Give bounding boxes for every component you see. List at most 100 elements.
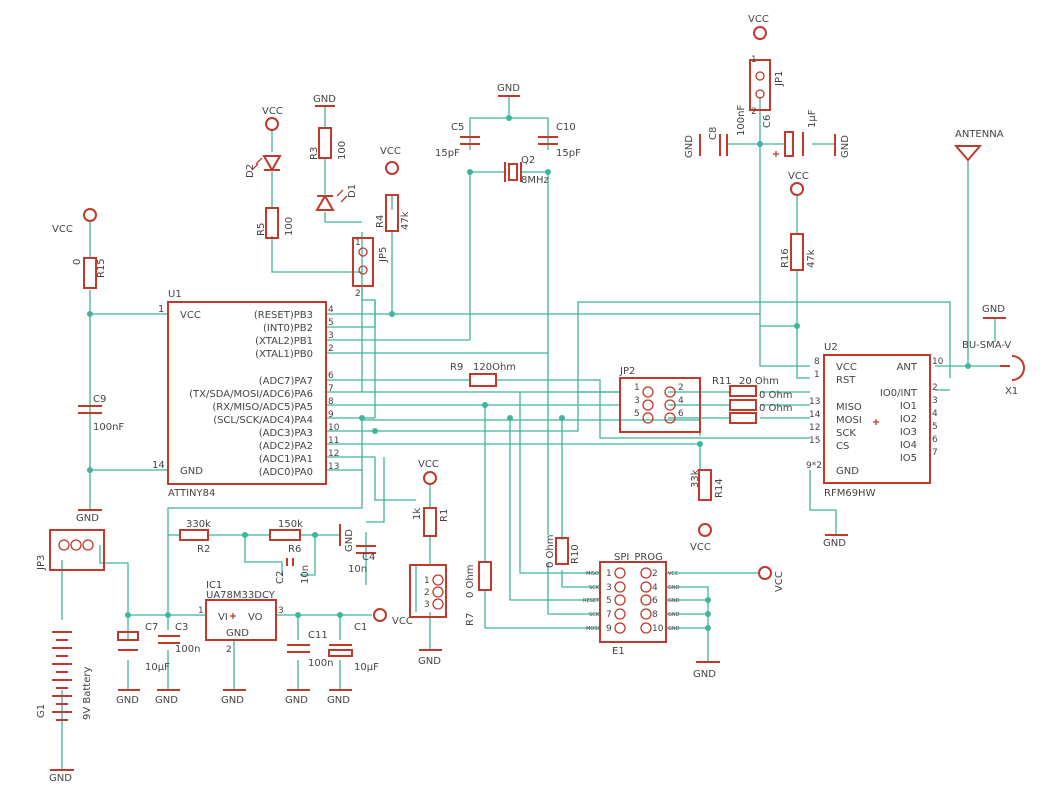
svg-text:GND: GND: [327, 695, 350, 706]
svg-text:GND: GND: [76, 513, 99, 524]
svg-text:JP5: JP5: [378, 247, 389, 263]
svg-text:VCC: VCC: [180, 310, 201, 321]
svg-text:150k: 150k: [278, 519, 303, 530]
svg-text:Q2: Q2: [521, 155, 535, 166]
svg-text:R3: R3: [309, 147, 320, 160]
svg-text:U1: U1: [168, 289, 182, 300]
svg-text:100nF: 100nF: [93, 422, 124, 433]
svg-text:20 Ohm: 20 Ohm: [739, 376, 779, 387]
svg-text:GND: GND: [668, 626, 680, 632]
svg-text:GND: GND: [684, 135, 695, 158]
svg-text:IO1: IO1: [900, 401, 917, 412]
vcc-supply-d2: VCC: [262, 106, 283, 131]
svg-text:(RX/MISO/ADC5)PA5: (RX/MISO/ADC5)PA5: [212, 402, 313, 413]
svg-text:2: 2: [751, 107, 757, 117]
svg-text:1: 1: [424, 576, 430, 586]
svg-text:47k: 47k: [400, 211, 411, 230]
regulator-ic1: IC1 UA78M33DCY VI VO GND 1 2 3: [198, 580, 284, 655]
vcc-supply-r16: VCC: [788, 171, 809, 196]
jumper-jp5: 1 2 JP5: [352, 237, 389, 299]
svg-text:IO2: IO2: [900, 414, 917, 425]
vcc-supply-r4: VCC: [380, 146, 401, 175]
svg-text:(TX/SDA/MOSI/ADC6)PA6: (TX/SDA/MOSI/ADC6)PA6: [189, 389, 313, 400]
svg-text:SCK: SCK: [836, 428, 856, 439]
svg-text:10µF: 10µF: [354, 662, 379, 673]
svg-text:VCC: VCC: [380, 146, 401, 157]
svg-text:IO0/INT: IO0/INT: [880, 388, 918, 399]
svg-text:1: 1: [606, 569, 612, 579]
svg-text:VCC: VCC: [418, 459, 439, 470]
capacitor-c5: C5 15pF: [435, 122, 480, 159]
jumper-jp2: JP2 1 3 5 2 4 6: [619, 366, 701, 433]
svg-text:(SCL/SCK/ADC4)PA4: (SCL/SCK/ADC4)PA4: [213, 415, 313, 426]
svg-text:0 Ohm: 0 Ohm: [465, 565, 476, 599]
svg-text:14: 14: [152, 460, 165, 471]
svg-text:R16: R16: [780, 248, 791, 268]
svg-text:3: 3: [634, 396, 640, 406]
svg-text:120Ohm: 120Ohm: [473, 362, 516, 373]
capacitor-c2: C2 10n: [275, 558, 311, 584]
svg-text:JP3: JP3: [36, 555, 47, 571]
svg-text:C4: C4: [362, 552, 375, 563]
svg-text:10n: 10n: [300, 565, 311, 584]
svg-text:GND: GND: [226, 628, 249, 639]
svg-text:2: 2: [424, 588, 430, 598]
svg-text:RST: RST: [836, 375, 856, 386]
resistor-r1: 1k R1: [412, 507, 450, 537]
svg-text:VCC: VCC: [262, 106, 283, 117]
svg-text:GND: GND: [116, 695, 139, 706]
resistor-r6: 150k R6: [269, 519, 303, 555]
resistor-r16: R16 47k: [780, 233, 817, 271]
resistor-r13: 0 Ohm: [729, 403, 793, 424]
capacitor-c10: C10 15pF: [538, 122, 581, 159]
gnd-symbols: [50, 95, 1006, 771]
svg-text:100: 100: [284, 217, 295, 236]
capacitor-c8: C8 100nF: [708, 105, 747, 156]
svg-text:10: 10: [932, 357, 944, 367]
svg-text:VI: VI: [218, 612, 228, 623]
svg-text:R14: R14: [714, 478, 725, 498]
vcc-supply-spi: VCC: [758, 566, 785, 592]
svg-text:C3: C3: [175, 622, 188, 633]
svg-text:GND: GND: [155, 695, 178, 706]
svg-text:3: 3: [424, 600, 430, 610]
svg-text:GND: GND: [668, 598, 680, 604]
resistor-r5: R5 100: [256, 207, 295, 239]
crystal-q2: Q2 8MHz: [504, 155, 549, 186]
svg-text:C8: C8: [708, 127, 719, 140]
svg-text:14: 14: [809, 410, 821, 420]
svg-text:2: 2: [328, 344, 334, 354]
antenna: ANTENNA: [953, 129, 1004, 162]
svg-text:SCK: SCK: [589, 585, 600, 591]
svg-text:R1: R1: [439, 509, 450, 522]
u1-attiny84: U1 ATTINY84 VCC GND 1 14 (RESET)PB3 (INT…: [152, 289, 340, 499]
svg-text:100nF: 100nF: [736, 105, 747, 136]
svg-text:7: 7: [328, 384, 334, 394]
svg-text:VCC: VCC: [774, 571, 785, 592]
svg-text:IO5: IO5: [900, 453, 917, 464]
svg-text:C9: C9: [93, 394, 106, 405]
svg-text:15: 15: [809, 436, 820, 446]
svg-text:MISO: MISO: [836, 402, 862, 413]
svg-text:C11: C11: [308, 630, 328, 641]
svg-text:C2: C2: [275, 571, 286, 584]
vcc-supply-r14: VCC: [690, 523, 712, 553]
svg-text:GND: GND: [836, 466, 859, 477]
svg-text:D1: D1: [347, 184, 358, 198]
svg-text:GND: GND: [344, 529, 355, 552]
svg-text:RFM69HW: RFM69HW: [824, 488, 876, 499]
svg-text:9: 9: [328, 410, 334, 420]
svg-text:4: 4: [678, 396, 684, 406]
svg-text:3: 3: [328, 331, 334, 341]
svg-text:10: 10: [652, 624, 664, 634]
svg-text:JP1: JP1: [774, 71, 785, 87]
svg-text:9V Battery: 9V Battery: [82, 667, 93, 720]
svg-text:IC1: IC1: [206, 580, 222, 591]
svg-text:(INT0)PB2: (INT0)PB2: [263, 323, 313, 334]
svg-text:R5: R5: [256, 223, 267, 236]
wires: [61, 96, 1000, 770]
resistor-r14: 33k R14: [690, 469, 725, 501]
svg-text:2: 2: [226, 645, 232, 655]
svg-text:VCC: VCC: [52, 224, 73, 235]
svg-text:ANTENNA: ANTENNA: [955, 129, 1004, 140]
